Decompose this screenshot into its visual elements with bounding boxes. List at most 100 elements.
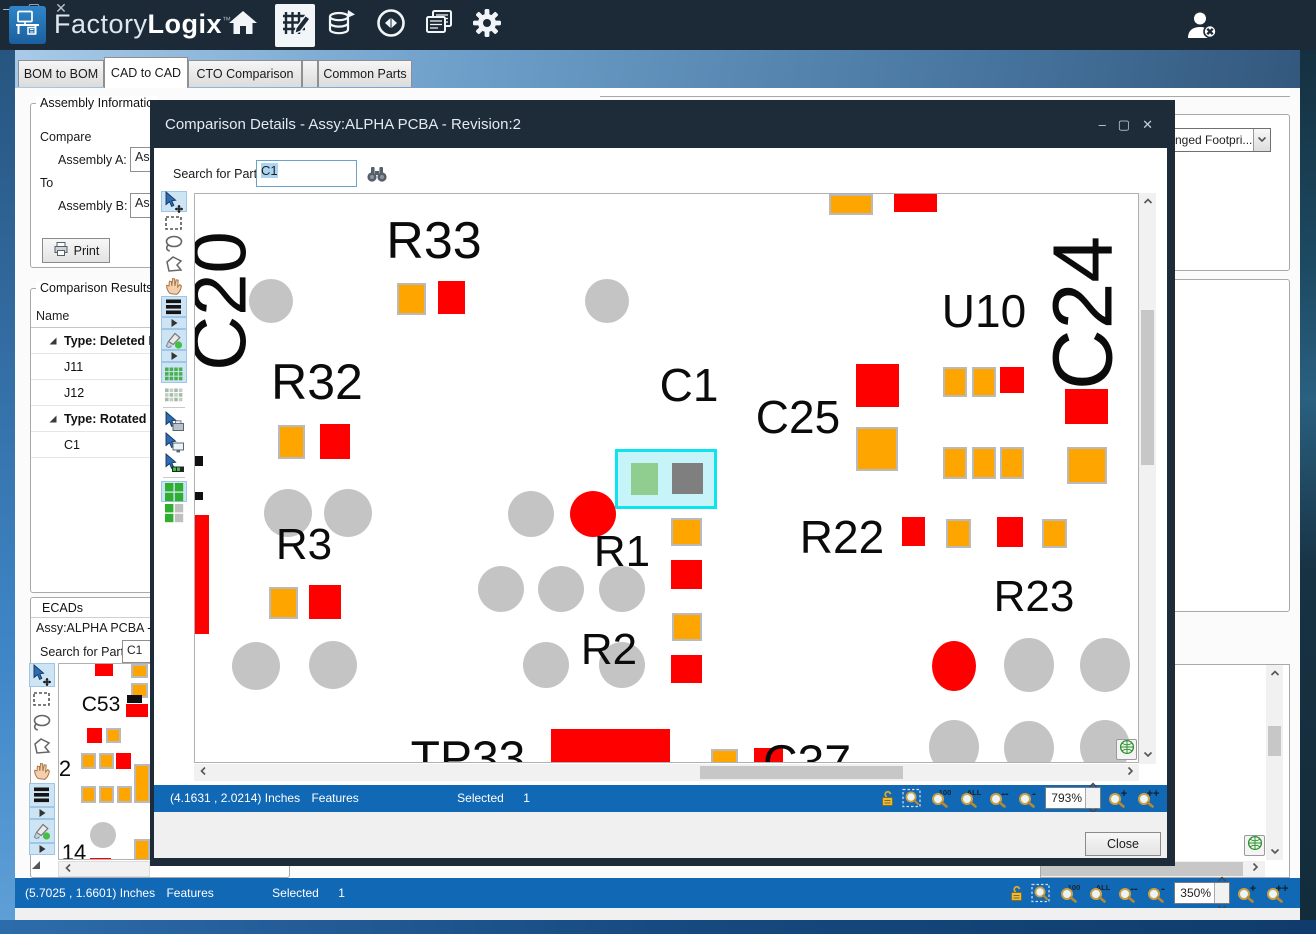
scroll-down-icon[interactable] — [1267, 845, 1282, 858]
tool-arrow-button[interactable] — [29, 843, 55, 855]
pcb-pad[interactable] — [269, 587, 298, 619]
zoom-in-double-icon[interactable]: ++ — [1264, 883, 1288, 903]
pcb-pad-circle[interactable] — [309, 641, 357, 689]
zoom-out-double-icon[interactable]: -- — [1116, 883, 1140, 903]
pcb-pad[interactable] — [972, 447, 996, 479]
pcb-pad-circle[interactable] — [599, 642, 645, 688]
zoom-window-icon[interactable] — [1031, 883, 1053, 903]
pcb-pad[interactable] — [117, 786, 132, 803]
globe-button[interactable] — [1244, 835, 1265, 856]
user-logout-icon[interactable] — [1185, 10, 1221, 47]
tool-arrow-button[interactable] — [161, 317, 187, 329]
scrollbar-thumb[interactable] — [700, 766, 903, 779]
pcb-pad[interactable] — [99, 753, 114, 769]
materials-icon[interactable] — [325, 9, 357, 40]
zoom-out-double-icon[interactable]: -- — [987, 788, 1011, 808]
window-close-button[interactable]: ✕ — [55, 0, 67, 16]
scroll-left-icon[interactable] — [196, 766, 210, 779]
pcb-pad[interactable] — [126, 704, 148, 717]
pcb-pad[interactable] — [309, 585, 341, 619]
scroll-up-icon[interactable] — [1267, 667, 1282, 680]
pcb-pad[interactable] — [894, 194, 937, 212]
tool-lasso-button[interactable] — [161, 233, 187, 254]
dialog-search-input[interactable]: C1 — [256, 160, 357, 187]
pcb-pad-circle[interactable] — [523, 642, 569, 688]
pcb-pad-circle[interactable] — [929, 720, 979, 762]
pcb-pad[interactable] — [997, 517, 1023, 547]
tool-paint-button[interactable] — [29, 819, 55, 843]
zoom-level-spinner[interactable]: 350% — [1174, 876, 1230, 911]
tool-cursor-meter-button[interactable] — [161, 452, 187, 474]
dialog-maximize-button[interactable]: ▢ — [1117, 117, 1131, 132]
scrollbar-thumb[interactable] — [1141, 310, 1154, 465]
pcb-pad-circle[interactable] — [538, 566, 584, 612]
pcb-pad[interactable] — [671, 655, 702, 683]
pcb-pad[interactable] — [671, 518, 702, 546]
highlighted-pad[interactable] — [631, 463, 658, 495]
tool-layers-button[interactable] — [29, 783, 55, 807]
tool-arrow-button[interactable] — [29, 807, 55, 819]
zoom-all-icon[interactable]: ALL — [1087, 883, 1111, 903]
pcb-pad[interactable] — [672, 613, 702, 641]
pcb-pad[interactable] — [134, 764, 150, 803]
tab-cad-to-cad[interactable]: CAD to CAD — [104, 57, 188, 88]
pcb-pad[interactable] — [972, 367, 996, 397]
pcb-pad[interactable] — [671, 560, 702, 589]
pcb-pad[interactable] — [551, 729, 670, 762]
tool-polygon-button[interactable] — [29, 735, 55, 759]
pcb-pad-circle[interactable] — [478, 566, 524, 612]
tool-select-button[interactable] — [29, 663, 55, 687]
binoculars-icon[interactable] — [366, 165, 388, 188]
tool-marquee-button[interactable] — [161, 212, 187, 233]
tool-cursor-printer-button[interactable] — [161, 410, 187, 432]
zoom-in-double-icon[interactable]: ++ — [1135, 788, 1159, 808]
zoom-level-spinner[interactable]: 793% — [1045, 782, 1101, 814]
tool-pan-button[interactable] — [161, 275, 187, 296]
pcb-pad[interactable] — [134, 839, 150, 859]
pcb-pad[interactable] — [856, 427, 898, 471]
pcb-pad[interactable] — [81, 786, 96, 803]
pcb-pad[interactable] — [856, 364, 899, 407]
pcb-pad[interactable] — [195, 492, 203, 500]
sync-icon[interactable] — [375, 8, 407, 40]
scroll-down-icon[interactable] — [1140, 748, 1155, 761]
pcb-pad-circle[interactable] — [585, 279, 629, 323]
dialog-minimize-button[interactable]: – — [1098, 117, 1106, 132]
pcb-pad-circle[interactable] — [1080, 638, 1130, 692]
pcb-pad[interactable] — [754, 748, 783, 762]
scrollbar-thumb[interactable] — [1268, 726, 1281, 756]
pcb-pad[interactable] — [1000, 447, 1024, 479]
tool-select-button[interactable] — [161, 190, 187, 213]
tool-lasso-button[interactable] — [29, 711, 55, 735]
pcb-pad[interactable] — [1000, 367, 1024, 393]
tool-paint-button[interactable] — [161, 329, 187, 350]
pcb-pad[interactable] — [711, 749, 738, 762]
pcb-pad[interactable] — [320, 424, 350, 459]
chevron-down-icon[interactable] — [1253, 129, 1270, 151]
close-button[interactable]: Close — [1085, 832, 1161, 856]
window-minimize-button[interactable]: – — [3, 0, 11, 16]
pcb-pad[interactable] — [95, 664, 113, 676]
dialog-vscrollbar[interactable] — [1139, 193, 1156, 764]
pcb-pad-circle[interactable] — [1004, 721, 1054, 762]
tool-cursor-device-button[interactable] — [161, 431, 187, 453]
zoom-100-icon[interactable]: 100 — [1058, 883, 1082, 903]
zoom-all-icon[interactable]: ALL — [958, 788, 982, 808]
scroll-left-icon[interactable] — [61, 863, 75, 877]
expander-icon[interactable] — [48, 336, 58, 346]
resize-grip-icon[interactable] — [30, 858, 42, 876]
pcb-pad[interactable] — [99, 786, 114, 803]
pcb-pad[interactable] — [106, 728, 121, 743]
expander-icon[interactable] — [48, 414, 58, 424]
pcb-pad[interactable] — [829, 194, 873, 215]
zoom-in-icon[interactable]: + — [1106, 788, 1130, 808]
pcb-pad[interactable] — [397, 283, 426, 315]
scroll-up-icon[interactable] — [1140, 195, 1155, 208]
right-vscrollbar[interactable] — [1266, 665, 1283, 860]
tool-marquee-button[interactable] — [29, 687, 55, 711]
tool-polygon-button[interactable] — [161, 254, 187, 275]
tool-grid-gray-button[interactable] — [161, 383, 187, 404]
pcb-pad-circle[interactable] — [508, 491, 554, 537]
zoom-100-icon[interactable]: 100 — [929, 788, 953, 808]
